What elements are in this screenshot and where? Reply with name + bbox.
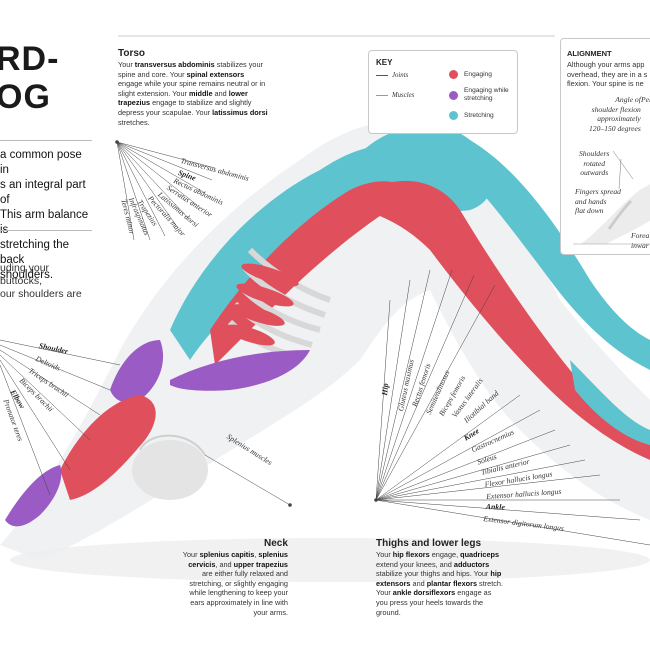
align-shoulders-line: Shoulders [579, 149, 609, 159]
align-fore-line: inwar [631, 241, 649, 251]
key-engaging-stretching-label: Engaging while stretching [464, 87, 515, 103]
align-angle-line: shoulder flexion [589, 105, 641, 115]
key-engaging-stretching: Engaging while stretching [449, 87, 515, 103]
muscle-line-icon [376, 95, 388, 96]
title-line-1: RD- [0, 40, 59, 78]
label-hip: Hip [380, 383, 390, 396]
key-stretching-label: Stretching [464, 112, 494, 119]
joint-line-icon [376, 75, 388, 76]
sub-intro-text: uding your buttocks,our shoulders are [0, 262, 92, 301]
subintro-line: our shoulders are [0, 288, 92, 301]
engaging-stretching-swatch [449, 91, 458, 100]
align-angle-line: 120–150 degrees [589, 124, 641, 134]
key-engaging: Engaging [449, 70, 492, 79]
key-muscles: Muscles [376, 92, 414, 99]
align-fingers-line: and hands [575, 197, 621, 207]
key-legend: KEY Joints Muscles Engaging Engaging whi… [368, 50, 518, 134]
title-line-2: OG [0, 78, 59, 116]
alignment-pel-label: Pel [641, 95, 650, 104]
alignment-figure [561, 39, 650, 254]
neck-heading: Neck [264, 538, 288, 549]
align-angle-line: Angle of [589, 95, 641, 105]
intro-line: a common pose in [0, 148, 92, 178]
intro-rule-bottom [0, 230, 92, 231]
key-joints: Joints [376, 72, 408, 79]
key-title: KEY [376, 58, 392, 67]
key-stretching: Stretching [449, 111, 494, 120]
label-ankle: Ankle [486, 502, 505, 512]
torso-text: Your transversus abdominis stabilizes yo… [118, 60, 268, 127]
key-engaging-label: Engaging [464, 71, 492, 78]
subintro-line: uding your buttocks, [0, 262, 92, 288]
intro-rule-top [0, 140, 92, 141]
intro-line: s an integral part of [0, 178, 92, 208]
align-fingers-line: Fingers spread [575, 187, 621, 197]
align-angle-line: approximately [589, 114, 641, 124]
align-fore-line: Forea [631, 231, 649, 241]
key-muscles-label: Muscles [392, 92, 414, 99]
legs-text: Your hip flexors engage, quadriceps exte… [376, 550, 504, 617]
key-joints-label: Joints [392, 72, 408, 79]
stretching-swatch [449, 111, 458, 120]
legs-heading: Thighs and lower legs [376, 538, 481, 549]
align-shoulders-line: outwards [579, 168, 609, 178]
page-title: RD- OG [0, 40, 59, 116]
torso-heading: Torso [118, 48, 145, 59]
align-shoulders-line: rotated [579, 159, 609, 169]
engaging-swatch [449, 70, 458, 79]
neck-text: Your splenius capitis, splenius cervicis… [180, 550, 288, 617]
align-fingers-line: flat down [575, 206, 621, 216]
intro-line: This arm balance is [0, 208, 92, 238]
